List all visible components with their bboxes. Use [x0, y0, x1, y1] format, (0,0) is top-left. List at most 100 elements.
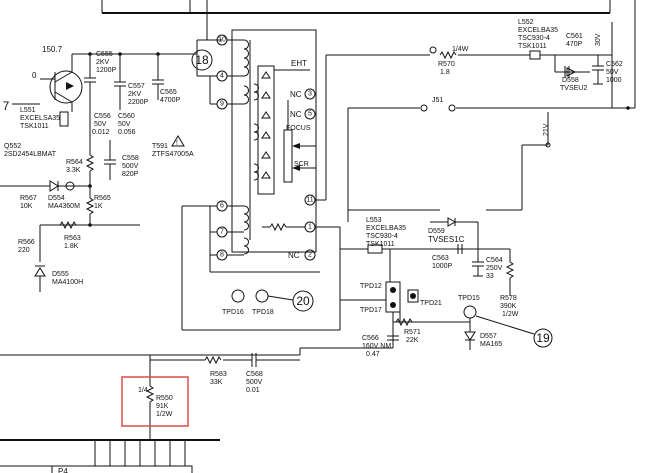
supply-21v: 21V	[486, 112, 551, 211]
connector-p4: P4	[0, 439, 220, 473]
r566-ref: R566	[18, 239, 35, 246]
warning-triangle-icon	[171, 135, 185, 147]
l553-ref: L553	[366, 217, 382, 224]
d554-ref: D554	[48, 195, 65, 202]
c566-ref: C566	[362, 335, 379, 342]
zener-diode-icon	[34, 267, 46, 277]
tpd12-label: TPD12	[360, 283, 382, 290]
r550-ref: R550	[156, 395, 173, 402]
t591-ref: T591	[152, 143, 168, 150]
c564-ref: C564	[486, 257, 503, 264]
d555-ref: D555	[52, 271, 69, 278]
c565-ref: C565	[160, 89, 177, 96]
nc-label-3: NC	[290, 90, 302, 99]
l552-ref: L552	[518, 19, 534, 26]
c557-ref: C557	[128, 83, 145, 90]
t591-part: ZTFS47005A	[152, 151, 194, 158]
r550-top: 1/4	[138, 387, 148, 394]
l551-code: TSK1011	[20, 123, 49, 130]
l553-core: TSC930-4	[366, 233, 398, 240]
svg-text:!: !	[176, 140, 178, 147]
l552-r570-supply: 1/4W R570 1.8 L552 EXCELBA35 TSC930-4 TS…	[316, 19, 623, 201]
capacitor-c558: C558 500V 820P	[104, 140, 139, 180]
l551-part: EXCELSA35	[20, 115, 60, 122]
r564-val: 3.3K	[66, 167, 81, 174]
c558-val: 820P	[122, 171, 139, 178]
c560-ref: C560	[118, 113, 135, 120]
q552-ref: Q552	[4, 143, 21, 150]
d558-ref: D558	[562, 77, 579, 84]
scr-label: SCR	[294, 161, 309, 168]
c566-volt: 160V NM	[362, 343, 391, 350]
c568-volt: 500V	[246, 379, 263, 386]
top-border-lines	[101, 0, 636, 108]
pin-1: 1	[308, 224, 312, 231]
r583-val: 33K	[210, 379, 223, 386]
nc-label-2: NC	[288, 251, 300, 260]
p4-label: P4	[58, 467, 68, 473]
jumper-j51: J51	[347, 97, 635, 222]
transformer-coil-icon	[243, 39, 249, 77]
r583-ref: R583	[210, 371, 227, 378]
diode-icon	[447, 217, 457, 227]
r571-ref: R571	[404, 329, 421, 336]
callout-18-label: 18	[195, 53, 209, 67]
c558-volt: 500V	[122, 163, 139, 170]
pin-9: 9	[220, 101, 224, 108]
d555-val: MA4100H	[52, 279, 83, 286]
supply-21v-label: 21V	[543, 123, 550, 136]
c568-val: 0.01	[246, 387, 260, 394]
c555-ref: C555	[96, 51, 113, 58]
pin-2: 2	[308, 252, 312, 259]
r571-val: 22K	[406, 337, 419, 344]
c555-val: 1200P	[96, 67, 117, 74]
t591-label: ! T591 ZTFS47005A	[152, 135, 194, 158]
resistor-icon	[59, 111, 69, 127]
r550-pwr: 1/2W	[156, 411, 173, 418]
c560-volt: 50V	[118, 121, 131, 128]
pin-11: 11	[306, 197, 313, 204]
d554-val: MA4360M	[48, 203, 80, 210]
callout-7-label: 7	[3, 99, 10, 113]
c563-ref: C563	[432, 255, 449, 262]
r578-pwr: 1/2W	[502, 311, 519, 318]
c565-val: 4700P	[160, 97, 181, 104]
r570-ref: R570	[438, 61, 455, 68]
pin-4: 4	[220, 73, 224, 80]
r564-ref: R564	[66, 159, 83, 166]
resistor-r566-r563: R566 220 R563 1.8K D555 MA4100H	[18, 220, 140, 292]
c561-ref: C561	[566, 33, 583, 40]
focus-label: FOCUS	[286, 125, 311, 132]
callout-7: 7	[0, 95, 40, 115]
c564-r578: C564 250V 33 R578 390K 1/2W	[472, 248, 519, 318]
nc-label-5: NC	[290, 110, 302, 119]
capacitor-c557: C557 2KV 2200P	[114, 54, 149, 110]
l553-part: EXCELBA35	[366, 225, 406, 232]
r567-ref: R567	[20, 195, 37, 202]
tpd18-label: TPD18	[252, 309, 274, 316]
c564-volt: 250V	[486, 265, 503, 272]
resistor-r550: 1/4 R550 91K 1/2W	[121, 355, 189, 440]
d557-val: MA165	[480, 341, 502, 348]
c562-ref: C562	[606, 61, 623, 68]
capacitor-c565: C565 4700P	[152, 54, 181, 104]
d558-val: TVSEU2	[560, 85, 587, 92]
r550-val: 91K	[156, 403, 169, 410]
pin-6: 6	[220, 203, 224, 210]
c563-val: 1000P	[432, 263, 453, 270]
c568-ref: C568	[246, 371, 263, 378]
c562-val: 1000	[606, 77, 622, 84]
lower-bus	[0, 300, 393, 356]
d559-ref: D559	[428, 228, 445, 235]
c557-val: 2200P	[128, 99, 149, 106]
callout-18: 18	[191, 49, 213, 71]
c556-ref: C556	[94, 113, 111, 120]
diode-icon	[464, 331, 476, 341]
tpd15-label: TPD15	[458, 295, 480, 302]
callout-19: 19	[475, 315, 553, 348]
tpd21-label: TPD21	[420, 300, 442, 307]
eht-label: EHT	[291, 59, 307, 68]
d557-ref: D557	[480, 333, 497, 340]
hv-diode-stack	[253, 65, 275, 195]
flyback-transformer-t591: 10 4 9 EHT	[181, 29, 320, 330]
